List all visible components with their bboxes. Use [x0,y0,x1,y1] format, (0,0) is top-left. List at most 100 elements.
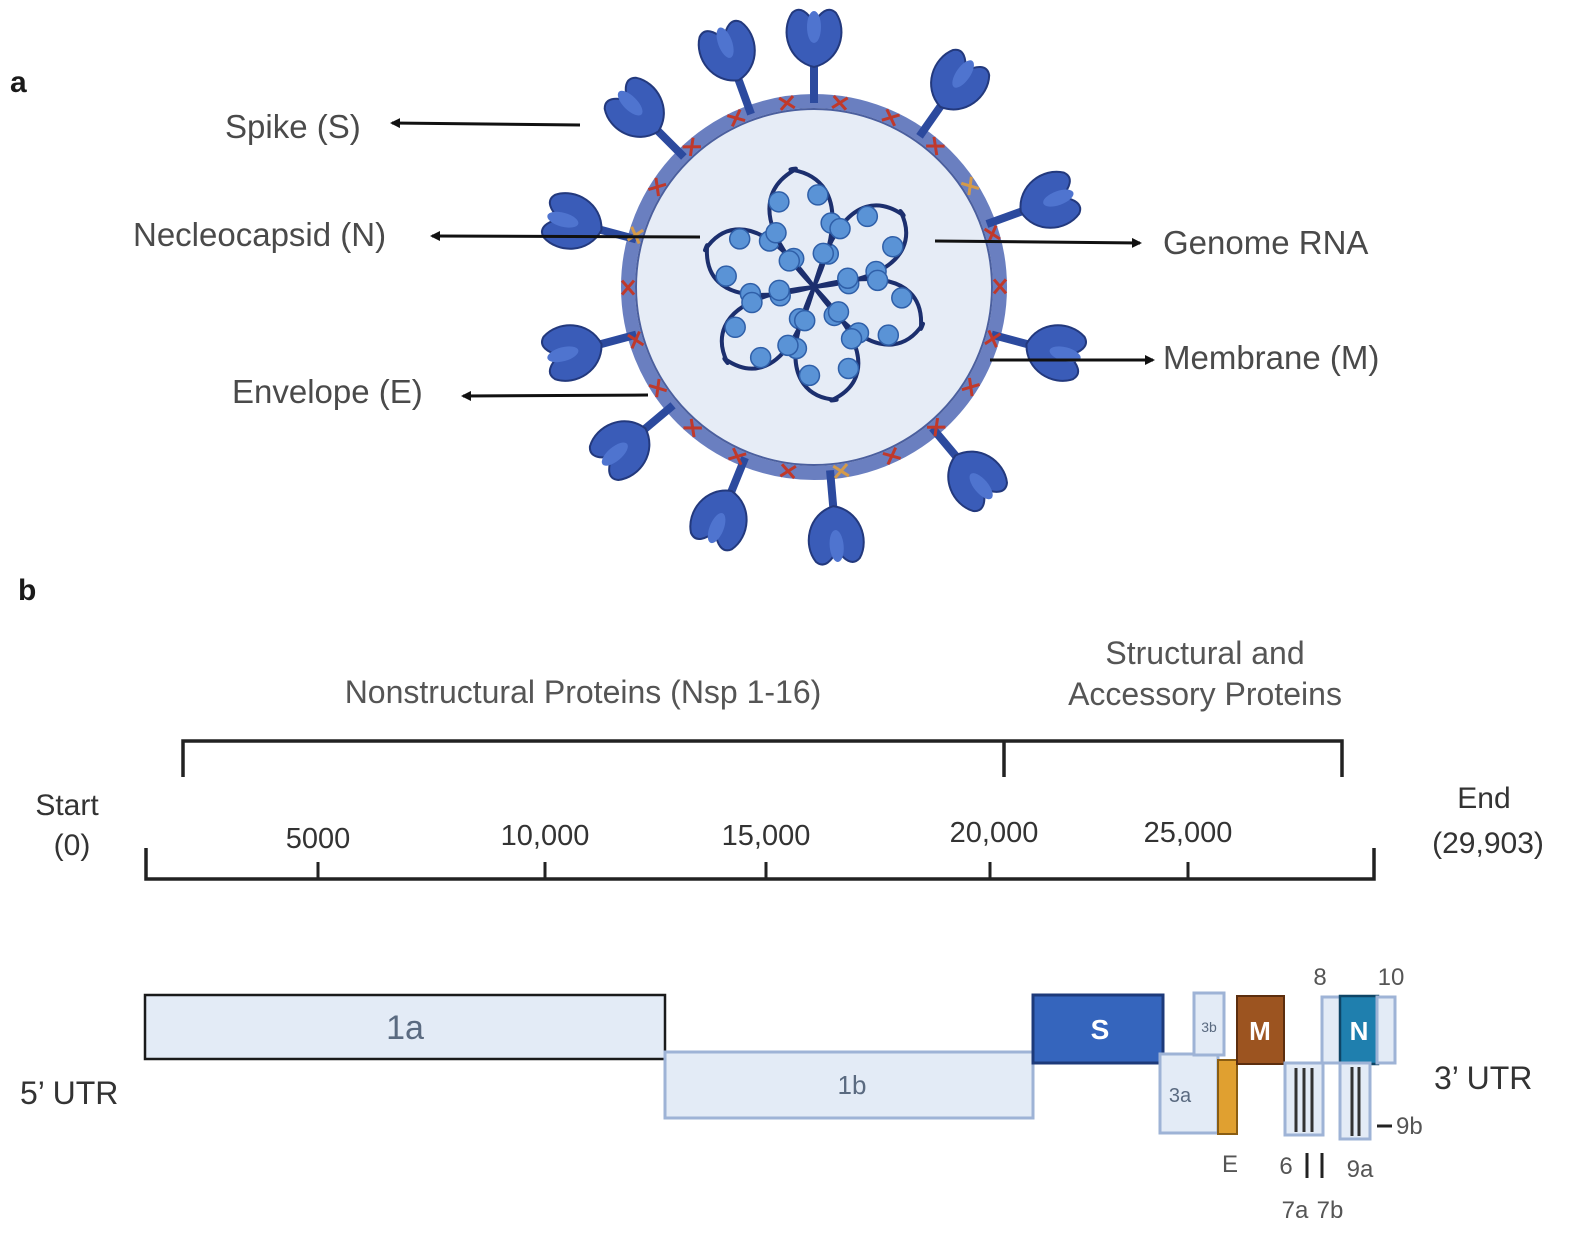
membrane-protein [647,177,667,197]
virion-illustration [541,8,1087,566]
tick-label-15000: 15,000 [722,820,811,852]
nucleocapsid-bead [837,267,859,289]
nucleocapsid-label: Necleocapsid (N) [133,216,386,253]
nucleocapsid-bead [728,228,751,250]
membrane-protein [683,418,702,438]
gene-10-box [1375,995,1397,1065]
gene-3b-box [1192,991,1226,1057]
gene-s-box [1031,993,1165,1065]
spike-protein [916,48,991,139]
membrane-protein-mark [726,109,746,128]
nucleocapsid-bead [812,242,835,265]
nucleocapsid-bead [777,334,799,357]
membrane-protein-mark [983,225,1001,244]
nucleocapsid-bead [866,269,889,292]
gene-7a-label: 7a [1282,1197,1309,1224]
gene-n-label: N [1350,1016,1369,1046]
rna-loop [767,166,835,289]
nucleocapsid-arrow [430,231,701,242]
membrane-protein [927,417,946,437]
gene-1b-box [663,1050,1035,1120]
spike-stalk [638,402,676,436]
membrane-protein [682,137,701,157]
spike-protein [929,425,1008,513]
membrane-protein-mark [683,418,702,438]
gene-6-label: 6 [1279,1153,1292,1180]
gene-m-label: M [1249,1016,1271,1046]
axis-start-value: (0) [54,829,91,862]
nucleocapsid-bead [765,222,787,244]
rna-loop [812,277,925,347]
membrane-protein-mark [727,447,747,466]
spike-stalk [594,224,638,244]
nucleocapsid-bead [749,346,772,369]
panel-a-letter: a [10,66,27,99]
membrane-protein [926,136,945,156]
structural-bracket-label-line2: Accessory Proteins [1068,676,1342,712]
tick-label-25000: 25,000 [1144,817,1233,849]
tick-label-10000: 10,000 [501,820,590,852]
spike-stalk [651,124,687,160]
membrane-protein [626,226,644,245]
spike-stalk [985,205,1028,228]
membrane-protein-mark [831,94,849,111]
panel-b-letter: b [18,574,36,607]
membrane-protein-mark [926,136,945,156]
gene-s-label: S [1091,1014,1110,1045]
gene-10-label: 10 [1378,964,1405,991]
spike-lobe [829,530,844,562]
membrane-protein-mark [620,279,636,296]
nucleocapsid-bead [724,316,746,339]
gene-e-label: E [1222,1151,1238,1178]
viral-envelope-inner-line [635,108,993,466]
spike-stalk [810,61,818,103]
gene-9a-box [1338,1061,1372,1141]
gene-e-box [1217,1059,1238,1135]
membrane-protein [627,330,645,349]
axis-start-label: Start [35,789,99,822]
axis-end-label: End [1457,782,1510,815]
nucleocapsid-bead [856,205,879,228]
membrane-protein-mark [927,417,946,437]
membrane-protein-mark [882,446,902,465]
membrane-protein [832,463,850,479]
genome-axis [144,848,1376,881]
genome-rna-arrow [934,237,1142,248]
spike-lobe [952,60,974,88]
membrane-protein [992,278,1008,295]
spike-protein [541,192,638,250]
nucleocapsid-bead [798,364,821,387]
nucleocapsid-bead [778,250,801,272]
membrane-protein-mark [648,378,668,398]
membrane-protein-mark [881,108,901,127]
membrane-protein [984,329,1002,348]
spike-stalk [826,469,838,513]
membrane-protein [726,109,746,128]
genome-map: 1a 1b S 3a 3b E M 6 7a 7b 8 N [143,964,1423,1224]
gene-1b-label: 1b [838,1070,867,1100]
five-prime-utr-label: 5’ UTR [20,1075,118,1111]
membrane-protein-mark [778,95,796,111]
rna-loop [703,227,816,297]
spike-protein [588,402,676,481]
axis-tick-labels: 5000 10,000 15,000 20,000 25,000 [286,817,1233,855]
membrane-protein [778,95,796,111]
spike-stalk [725,456,749,499]
nucleocapsid-bead [840,327,863,350]
gene-9b-label: 9b [1396,1113,1423,1140]
membrane-proteins [620,94,1008,480]
spike-lobe [1043,189,1074,207]
membrane-protein-mark [832,463,850,479]
spike-protein [785,8,843,103]
rna-loop [812,203,909,289]
genome-rna-strands [703,166,925,403]
nucleocapsid-bead [882,235,904,258]
spike-stalk [594,330,638,350]
gene-1a-box [143,993,667,1061]
membrane-protein [882,446,902,465]
nucleocapsid-bead [877,324,900,346]
spike-lobe [716,27,734,58]
nucleocapsid-bead [741,291,763,314]
spike-lobe [969,473,993,500]
rna-loop [793,285,861,403]
